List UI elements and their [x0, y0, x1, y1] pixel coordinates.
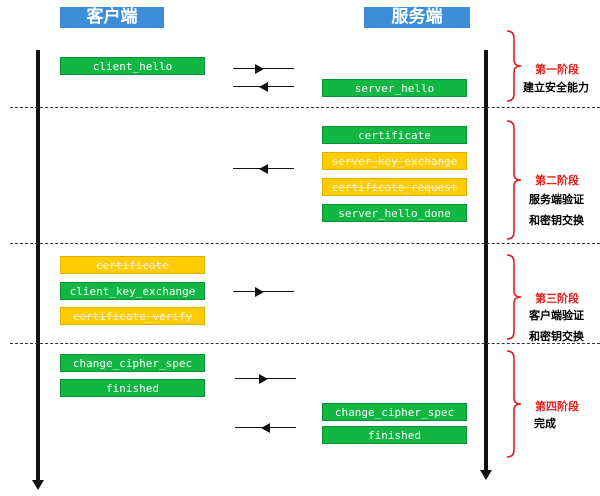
client-key-exchange-message: client_key_exchange	[60, 282, 205, 300]
server-hello-message: server_hello	[322, 79, 467, 97]
arrow-to-client	[233, 164, 294, 174]
phase3-desc-line2: 和密钥交换	[529, 330, 584, 343]
client-hello-message: client_hello	[60, 57, 205, 75]
phase2-desc-line1: 服务端验证	[529, 193, 584, 206]
phase-divider-3	[10, 343, 600, 344]
server-hello-done-message: server_hello_done	[322, 204, 467, 222]
client-certificate-message: certificate	[60, 256, 205, 274]
phase4-title: 第四阶段	[535, 400, 579, 413]
server-timeline-arrow-icon	[480, 470, 492, 480]
arrow-to-client	[235, 423, 296, 433]
client-timeline-arrow-icon	[32, 480, 44, 490]
server-header: 服务端	[364, 7, 470, 28]
server-change-cipher-spec-message: change_cipher_spec	[322, 403, 467, 421]
arrow-to-client	[233, 82, 294, 92]
phase2-brace-icon	[505, 120, 523, 240]
phase3-desc-line1: 客户端验证	[529, 309, 584, 322]
client-header: 客户端	[60, 7, 164, 28]
phase4-brace-icon	[505, 350, 523, 458]
phase2-title: 第二阶段	[535, 174, 579, 187]
client-timeline	[36, 50, 40, 482]
server-finished-message: finished	[322, 426, 467, 444]
phase1-title: 第一阶段	[535, 63, 579, 76]
client-finished-message: finished	[60, 379, 205, 397]
phase-divider-1	[10, 107, 600, 108]
arrow-to-server	[233, 287, 294, 297]
arrow-to-server	[233, 64, 294, 74]
server-timeline	[484, 50, 488, 472]
phase1-desc-line1: 建立安全能力	[523, 81, 589, 94]
certificate-verify-message: certificate_verify	[60, 307, 205, 325]
certificate-request-message: certificate_request	[322, 178, 467, 196]
phase2-desc-line2: 和密钥交换	[529, 214, 584, 227]
phase3-brace-icon	[505, 254, 523, 340]
phase4-desc-line1: 完成	[534, 417, 556, 430]
arrow-to-server	[235, 374, 296, 384]
phase1-brace-icon	[505, 30, 523, 102]
phase3-title: 第三阶段	[535, 292, 579, 305]
phase-divider-2	[10, 243, 600, 244]
client-change-cipher-spec-message: change_cipher_spec	[60, 354, 205, 372]
server-key-exchange-message: server_key_exchange	[322, 152, 467, 170]
server-certificate-message: certificate	[322, 126, 467, 144]
